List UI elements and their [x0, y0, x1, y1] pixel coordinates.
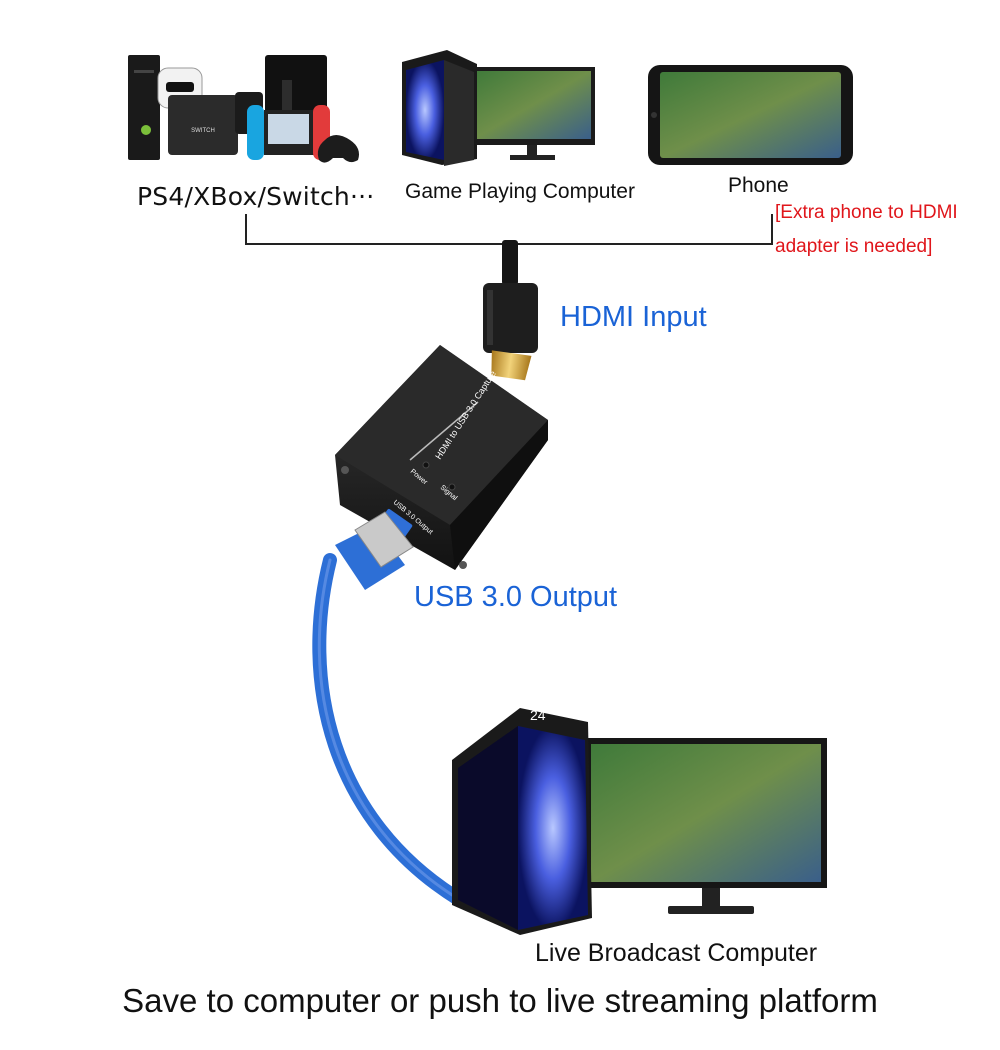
bottom-caption: Save to computer or push to live streami…: [122, 982, 878, 1019]
source-bracket: [245, 214, 773, 245]
game-pc-image: [402, 50, 595, 166]
svg-text:24: 24: [530, 707, 546, 723]
capture-device: HDMI to USB 3.0 Capture Power Signal USB…: [335, 345, 548, 570]
live-pc-image: 24: [452, 707, 827, 935]
hdmi-plug: [483, 240, 538, 381]
phone-label: Phone: [728, 174, 789, 197]
usb-output-label: USB 3.0 Output: [414, 581, 618, 613]
game-pc-label: Game Playing Computer: [405, 180, 635, 203]
usb-cable: [312, 511, 467, 907]
phone-image: [648, 65, 853, 165]
phone-note-line1: [Extra phone to HDMI: [775, 202, 958, 223]
live-pc-label: Live Broadcast Computer: [535, 939, 818, 967]
svg-text:SWITCH: SWITCH: [191, 128, 215, 134]
hdmi-input-label: HDMI Input: [560, 301, 707, 333]
consoles-label: PS4/XBox/Switch···: [137, 182, 375, 211]
consoles-image: SWITCH: [128, 55, 359, 163]
phone-note-line2: adapter is needed]: [775, 236, 933, 257]
